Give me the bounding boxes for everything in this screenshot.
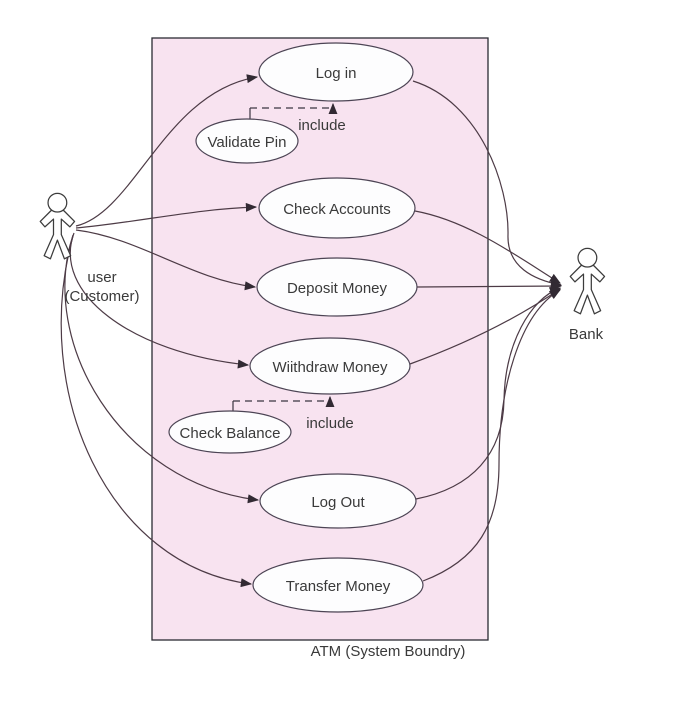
usecase-transfer-money-label: Transfer Money bbox=[286, 578, 391, 595]
usecase-validate-pin-ellipse bbox=[195, 118, 299, 164]
edge-user-log-out bbox=[64, 234, 260, 504]
usecase-deposit-money-ellipse bbox=[256, 257, 418, 317]
bank-actor-head-icon bbox=[577, 247, 598, 268]
include-label-2: include bbox=[306, 415, 354, 432]
actor-user-label-line2: (Customer) bbox=[64, 288, 139, 305]
actor-user bbox=[39, 192, 76, 260]
usecase-transfer-money-ellipse bbox=[252, 557, 424, 613]
usecase-transfer-money: Transfer Money bbox=[252, 557, 424, 613]
usecase-wiithdraw-money-label: Wiithdraw Money bbox=[272, 359, 388, 376]
usecase-wiithdraw-money: Wiithdraw Money bbox=[249, 337, 411, 395]
edge-user-transfer-money bbox=[60, 235, 253, 588]
usecase-check-balance: Check Balance bbox=[168, 410, 292, 454]
bank-actor-body-icon bbox=[569, 264, 606, 315]
usecase-log-out-label: Log Out bbox=[311, 494, 365, 511]
edge-log-in-bank bbox=[412, 80, 563, 288]
user-actor-head-icon bbox=[47, 192, 68, 213]
edge-wiithdraw-money-bank bbox=[409, 288, 561, 365]
usecase-log-out: Log Out bbox=[259, 473, 417, 529]
usecase-check-accounts-ellipse bbox=[258, 177, 416, 239]
actor-bank bbox=[569, 247, 606, 315]
usecase-check-balance-ellipse bbox=[168, 410, 292, 454]
actor-user-label-line1: user bbox=[87, 269, 116, 286]
actor-bank-label: Bank bbox=[569, 326, 604, 343]
system-boundary-label: ATM (System Boundry) bbox=[311, 643, 466, 660]
usecase-check-accounts-label: Check Accounts bbox=[283, 201, 391, 218]
edge-user-deposit-money bbox=[75, 229, 257, 291]
edge-user-log-in bbox=[75, 74, 259, 227]
edge-check-accounts-bank bbox=[414, 210, 561, 284]
usecase-validate-pin-label: Validate Pin bbox=[208, 134, 287, 151]
usecase-check-balance-label: Check Balance bbox=[180, 425, 281, 442]
usecase-log-in: Log in bbox=[258, 42, 414, 102]
user-actor-body-icon bbox=[39, 209, 76, 260]
edge-deposit-money-bank bbox=[416, 281, 563, 291]
usecase-log-in-label: Log in bbox=[316, 65, 357, 82]
usecase-log-in-ellipse bbox=[258, 42, 414, 102]
usecase-log-out-ellipse bbox=[259, 473, 417, 529]
edge-user-check-accounts bbox=[75, 202, 258, 229]
usecase-check-accounts: Check Accounts bbox=[258, 177, 416, 239]
usecase-validate-pin: Validate Pin bbox=[195, 118, 299, 164]
usecase-deposit-money: Deposit Money bbox=[256, 257, 418, 317]
edge-transfer-money-bank bbox=[422, 289, 561, 582]
include-label-1: include bbox=[298, 117, 346, 134]
usecase-wiithdraw-money-ellipse bbox=[249, 337, 411, 395]
usecase-deposit-money-label: Deposit Money bbox=[287, 280, 388, 297]
